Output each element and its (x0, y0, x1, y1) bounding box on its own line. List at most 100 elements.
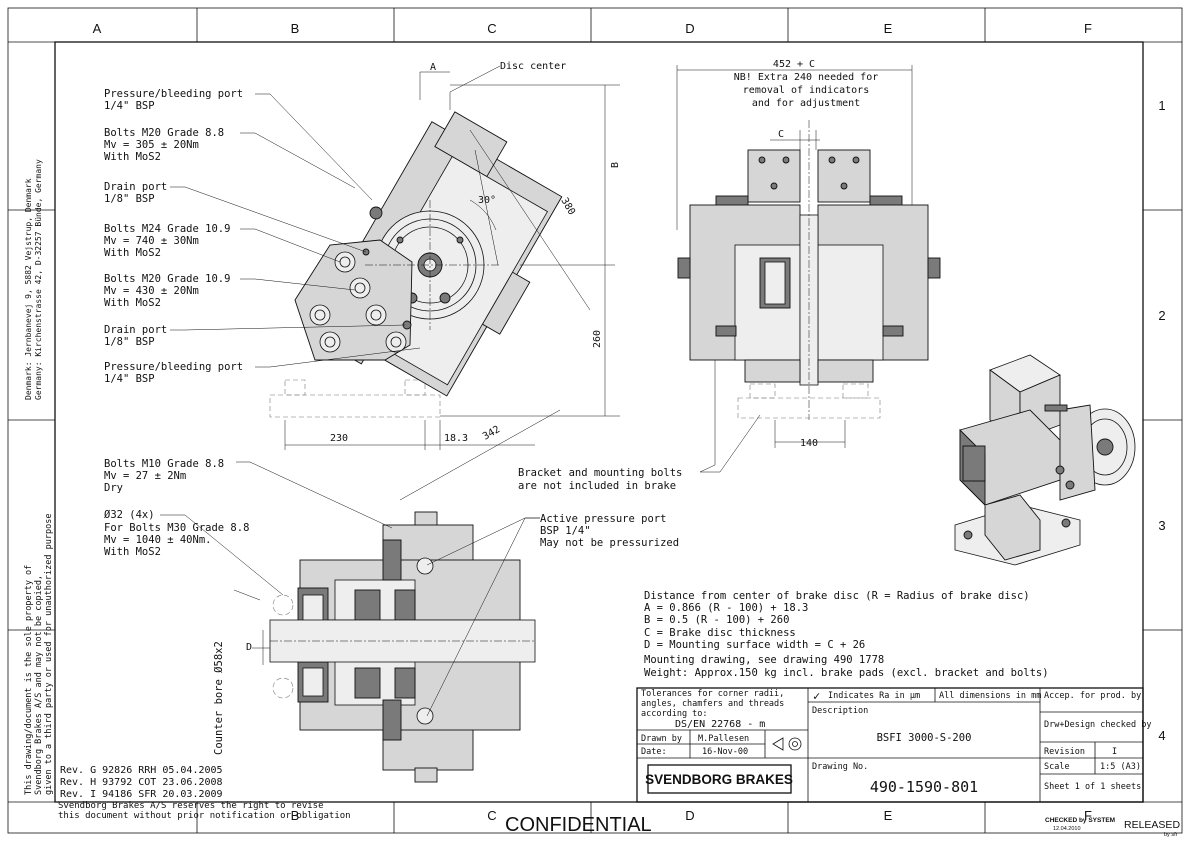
disc-center-label: Disc center (500, 61, 566, 72)
revision-history: Rev. G 92826 RRH 05.04.2005 Rev. H 93792… (58, 765, 351, 821)
grid-row-3: 3 (1158, 518, 1165, 533)
tolerance-line1: Tolerances for corner radii, (641, 689, 784, 699)
counter-bore-label: Counter bore Ø58x2 (213, 641, 225, 755)
drawn-by-label: Drawn by (641, 734, 682, 744)
extra-note-line2: removal of indicators (743, 85, 869, 96)
bottom-view-callouts: Bolts M10 Grade 8.8 Mv = 27 ± 2Nm Dry Ø3… (104, 458, 679, 717)
drawing-no-value: 490-1590-801 (870, 778, 978, 796)
bracket-note-line2: are not included in brake (518, 480, 676, 492)
revision-h: Rev. H 93792 COT 23.06.2008 (60, 777, 223, 788)
callout-bolts-m24-lube: With MoS2 (104, 247, 161, 259)
dim-d: D (246, 642, 252, 653)
note-5: Mounting drawing, see drawing 490 1778 (644, 654, 884, 666)
dim-380: 380 (558, 196, 577, 217)
formula-notes: Distance from center of brake disc (R = … (644, 590, 1049, 679)
callout-drain-port-2: Drain port (104, 324, 167, 336)
grid-row-2: 2 (1158, 308, 1165, 323)
released-by: by sfr (1164, 832, 1178, 838)
dim-a: A (430, 62, 436, 73)
grid-col-c: C (487, 21, 496, 36)
dim-18-3: 18.3 (444, 433, 468, 444)
checked-date: 12.04.2010 (1053, 826, 1081, 832)
side-address-text: Denmark: Jernbanevej 9, 5882 Vejstrup, D… (24, 159, 54, 795)
legal-line-3: given to a third party or used for unaut… (44, 514, 54, 795)
check-mark-icon: ✓ (813, 689, 820, 703)
callout-drain-port-1: Drain port (104, 181, 167, 193)
isometric-view (954, 354, 1136, 566)
callout-drain-port-2-size: 1/8" BSP (104, 336, 155, 348)
note-4: D = Mounting surface width = C + 26 (644, 639, 865, 651)
note-0: Distance from center of brake disc (R = … (644, 590, 1030, 602)
grid-col-f: F (1084, 21, 1092, 36)
grid-col-f-bottom: F (1084, 808, 1092, 823)
callout-pressure-port-2: Pressure/bleeding port (104, 361, 243, 373)
reserve-note-line2: this document without prior notification… (58, 811, 351, 821)
callout-pressure-port-2-size: 1/4" BSP (104, 373, 155, 385)
ra-note: Indicates Ra in µm (828, 691, 920, 701)
title-block: Tolerances for corner radii, angles, cha… (636, 687, 1151, 803)
drawing-no-label: Drawing No. (812, 762, 868, 772)
callout-bolts-m30-torque: Mv = 1040 ± 40Nm. (104, 534, 211, 546)
callout-bolts-m20-88-torque: Mv = 305 ± 20Nm (104, 139, 199, 151)
grid-col-c-bottom: C (487, 808, 496, 823)
grid-col-d: D (685, 21, 694, 36)
extra-note-line1: NB! Extra 240 needed for (734, 72, 879, 83)
callout-pressure-port-1-size: 1/4" BSP (104, 100, 155, 112)
dim-452-c: 452 + C (773, 59, 815, 70)
germany-address: Germany: Kirchenstrasse 42, D-32257 Bünd… (34, 159, 43, 400)
extra-note-line3: and for adjustment (752, 98, 860, 109)
dim-140: 140 (800, 438, 818, 449)
callout-bolts-m24-torque: Mv = 740 ± 30Nm (104, 235, 199, 247)
note-3: C = Brake disc thickness (644, 627, 796, 639)
top-view-caliper (269, 111, 563, 418)
legal-line-1: This drawing/document is the sole proper… (24, 565, 34, 795)
note-6: Weight: Approx.150 kg incl. brake pads (… (644, 667, 1049, 679)
confidential-mark: CONFIDENTIAL (505, 814, 652, 836)
sheet-info: Sheet 1 of 1 sheets (1044, 782, 1141, 792)
callout-bolts-m20-109: Bolts M20 Grade 10.9 (104, 273, 230, 285)
callout-bolts-m20-88: Bolts M20 Grade 8.8 (104, 127, 224, 139)
drw-design-label: Drw+Design checked by (1044, 720, 1151, 730)
callout-bolts-m20-88-lube: With MoS2 (104, 151, 161, 163)
company-address: Denmark: Jernbanevej 9, 5882 Vejstrup, D… (24, 178, 33, 400)
date-label: Date: (641, 747, 667, 757)
callout-bolts-m20-109-lube: With MoS2 (104, 297, 161, 309)
top-view-callouts: Pressure/bleeding port 1/4" BSP Bolts M2… (104, 88, 421, 385)
callout-bolts-m10-dry: Dry (104, 482, 123, 494)
company-logo-text: SVENDBORG BRAKES (645, 772, 793, 787)
dim-230: 230 (330, 433, 348, 444)
callout-hole-dia: Ø32 (4x) (104, 509, 155, 521)
accep-label: Accep. for prod. by (1044, 691, 1141, 701)
dim-b: B (610, 162, 621, 168)
callout-bolts-m30: For Bolts M30 Grade 8.8 (104, 522, 249, 534)
date-value: 16-Nov-00 (702, 747, 748, 757)
callout-active-port-size: BSP 1/4" (540, 525, 591, 537)
callout-active-port: Active pressure port (540, 513, 666, 525)
front-view-caliper: 452 + C NB! Extra 240 needed for removal… (518, 59, 941, 492)
released-label: RELEASED (1124, 819, 1180, 831)
legal-line-2: Svendborg Brakes A/S and may not be copi… (34, 575, 44, 795)
grid-col-e: E (884, 21, 893, 36)
release-stamp: CONFIDENTIAL CHECKED by SYSTEM 12.04.201… (505, 814, 1180, 838)
callout-bolts-m10-torque: Mv = 27 ± 2Nm (104, 470, 186, 482)
callout-bolts-m10: Bolts M10 Grade 8.8 (104, 458, 224, 470)
description-value: BSFI 3000-S-200 (877, 732, 972, 744)
tolerance-line3: according to: (641, 709, 708, 719)
grid-col-a: A (93, 21, 102, 36)
dims-note: All dimensions in mm (939, 691, 1041, 701)
tolerance-line2: angles, chamfers and threads (641, 699, 784, 709)
callout-active-port-warning: May not be pressurized (540, 537, 679, 549)
revision-g: Rev. G 92826 RRH 05.04.2005 (60, 765, 223, 776)
grid-row-1: 1 (1158, 98, 1165, 113)
reserve-note-line1: Svendborg Brakes A/S reserves the right … (58, 801, 324, 811)
grid-col-b: B (291, 21, 300, 36)
revision-label: Revision (1044, 747, 1085, 757)
grid-col-d-bottom: D (685, 808, 694, 823)
grid-row-4: 4 (1158, 728, 1165, 743)
dim-260: 260 (592, 330, 603, 348)
revision-i: Rev. I 94186 SFR 20.03.2009 (60, 789, 223, 800)
description-label: Description (812, 706, 868, 716)
callout-bolts-m24: Bolts M24 Grade 10.9 (104, 223, 230, 235)
bracket-note-line1: Bracket and mounting bolts (518, 467, 682, 479)
callout-bolts-m20-109-torque: Mv = 430 ± 20Nm (104, 285, 199, 297)
